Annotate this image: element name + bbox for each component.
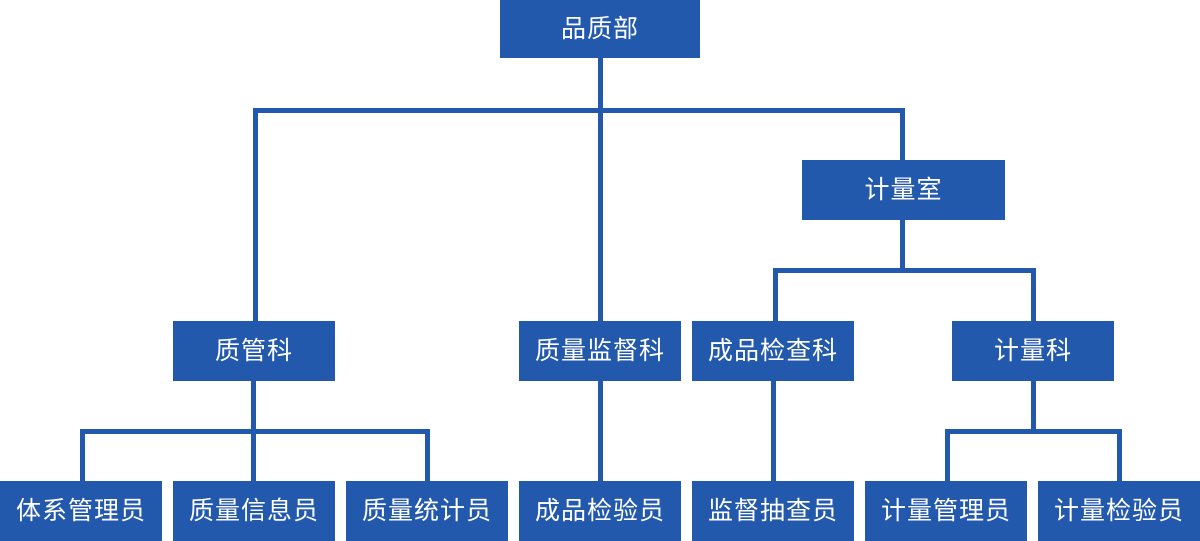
node-zhiliangjiandu[interactable]: 质量监督科 [519, 321, 681, 381]
connector-bus-to-zhiguanke [253, 108, 258, 321]
node-label-pinzhibu: 品质部 [560, 14, 639, 43]
connector-bus-to-jiliangshi [900, 108, 905, 160]
node-jiliangguanliyuan[interactable]: 计量管理员 [865, 481, 1027, 541]
node-label-zhiliangtongjiyuan: 质量统计员 [361, 496, 492, 525]
connector-jiliangshi-bus [773, 268, 1036, 273]
connector-bus-to-zhiliangjiandu [598, 108, 603, 321]
connector-bus-to-zhiliangxinxiyuan [251, 429, 256, 481]
connector-bus-to-zhiliangtongjiyuan [425, 429, 430, 481]
connector-bus-to-chengpinjianchake [773, 268, 778, 321]
node-label-zhiliangxinxiyuan: 质量信息员 [188, 496, 319, 525]
node-zhiliangtongjiyuan[interactable]: 质量统计员 [346, 481, 508, 541]
connector-zhiliangjiandu-to-chengpinjianyanyuan [598, 381, 603, 481]
connector-jiliangshi-drop [900, 220, 905, 270]
node-zhiliangxinxiyuan[interactable]: 质量信息员 [173, 481, 335, 541]
connector-jiliangke-drop [1031, 381, 1036, 434]
node-label-jiliangguanliyuan: 计量管理员 [880, 496, 1011, 525]
connector-bus-to-jiliangguanliyuan [945, 429, 950, 481]
connector-zhiguanke-drop [251, 381, 256, 434]
node-tixiguanliyuan[interactable]: 体系管理员 [0, 481, 162, 541]
connector-bus-to-jiliangjianyanyuan [1117, 429, 1122, 481]
connector-bus-to-jiliangke [1031, 268, 1036, 321]
node-label-chengpinjianyanyuan: 成品检验员 [534, 496, 665, 525]
node-label-chengpinjianchake: 成品检查科 [707, 336, 838, 365]
node-jianduchouchayuan[interactable]: 监督抽查员 [692, 481, 854, 541]
node-chengpinjianyanyuan[interactable]: 成品检验员 [519, 481, 681, 541]
node-label-jiliangke: 计量科 [993, 336, 1072, 365]
node-label-jianduchouchayuan: 监督抽查员 [707, 496, 838, 525]
node-label-zhiguanke: 质管科 [214, 336, 293, 365]
node-label-zhiliangjiandu: 质量监督科 [534, 336, 665, 365]
node-jiliangke[interactable]: 计量科 [952, 321, 1114, 381]
connector-bus-to-tixiguanliyuan [80, 429, 85, 481]
node-jiliangshi[interactable]: 计量室 [802, 160, 1005, 220]
node-label-tixiguanliyuan: 体系管理员 [15, 496, 146, 525]
connector-level1-bus [253, 108, 905, 113]
node-jiliangjianyanyuan[interactable]: 计量检验员 [1038, 481, 1200, 541]
node-label-jiliangjianyanyuan: 计量检验员 [1053, 496, 1184, 525]
node-pinzhibu[interactable]: 品质部 [500, 0, 700, 58]
node-chengpinjianchake[interactable]: 成品检查科 [692, 321, 854, 381]
connector-chengpinjianchake-to-jianduchouchayuan [771, 381, 776, 481]
connector-jiliangke-bus [945, 429, 1122, 434]
node-label-jiliangshi: 计量室 [864, 175, 943, 204]
connector-pinzhibu-drop [598, 58, 603, 113]
node-zhiguanke[interactable]: 质管科 [173, 321, 335, 381]
